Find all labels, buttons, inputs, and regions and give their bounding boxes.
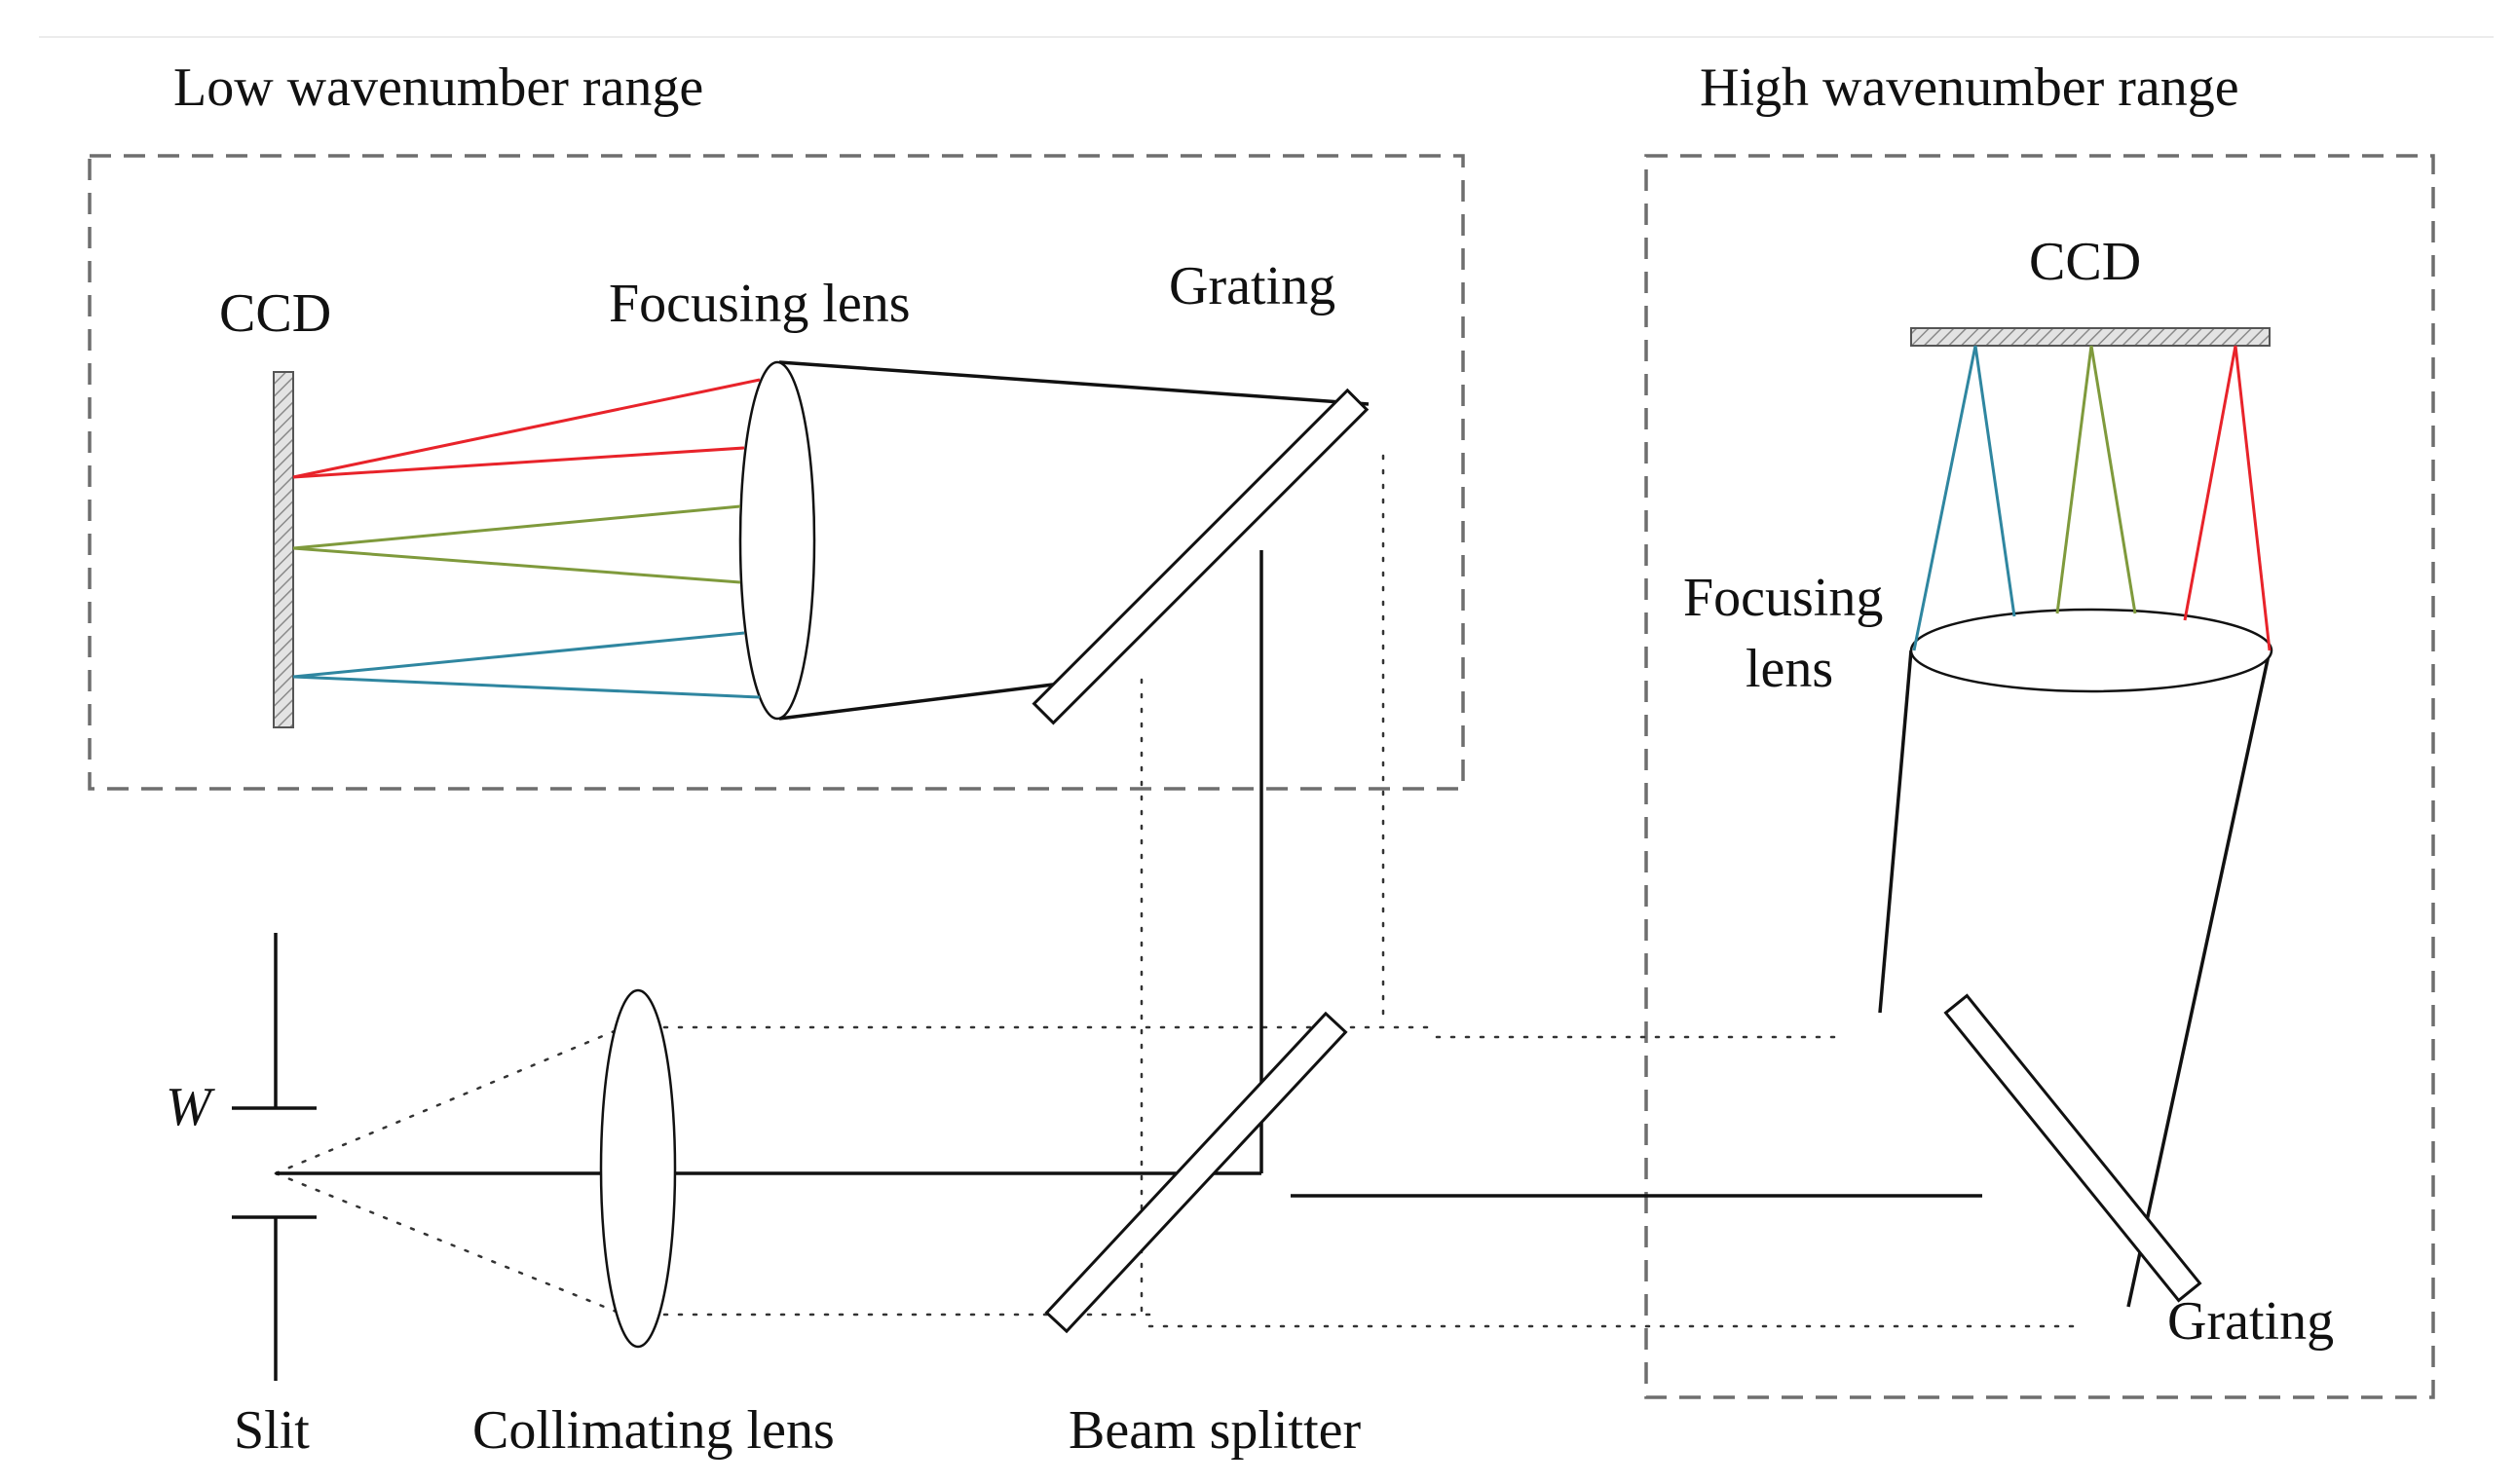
grating-low	[1032, 388, 1370, 725]
low-range-spectral-rays	[292, 378, 761, 699]
label-ccd-high: CCD	[2029, 232, 2141, 292]
beam-splitter	[1044, 1011, 1348, 1334]
label-focusing-lens-high-line1: Focusing	[1683, 568, 1883, 628]
focusing-lens-high	[1909, 608, 2273, 693]
label-slit: Slit	[234, 1400, 310, 1461]
ray-blue-lower	[292, 675, 761, 699]
grating-high	[1943, 993, 2202, 1303]
ray-red-right	[2234, 345, 2272, 651]
high-range-spectral-rays	[1912, 345, 2272, 651]
high-wavenumber-box	[1644, 154, 2435, 1399]
ray-red-upper	[292, 378, 761, 479]
label-grating-high: Grating	[2167, 1291, 2334, 1352]
label-slit-width: W	[166, 1077, 215, 1137]
label-beam-splitter: Beam splitter	[1069, 1400, 1362, 1461]
label-low-wavenumber-range: Low wavenumber range	[173, 57, 703, 118]
ray-blue-right	[1973, 345, 2016, 617]
ray-green-left	[2055, 345, 2093, 614]
solid-beam-path	[276, 360, 2272, 1308]
label-focusing-lens-low: Focusing lens	[609, 274, 911, 334]
label-ccd-low: CCD	[219, 283, 331, 344]
ray-green-lower	[292, 546, 741, 584]
ray-blue-left	[1912, 345, 1977, 651]
ray-red-lower	[292, 446, 745, 479]
focusing-lens-low	[738, 360, 816, 721]
ray-blue-upper	[292, 631, 745, 679]
ray-red-left	[2183, 345, 2237, 621]
ray-green-upper	[292, 504, 741, 550]
ccd-low-detector	[273, 371, 294, 728]
ray-green-right	[2089, 345, 2137, 614]
label-high-wavenumber-range: High wavenumber range	[1700, 57, 2239, 118]
slit	[232, 933, 317, 1381]
ccd-high-detector	[1910, 327, 2271, 347]
label-grating-low: Grating	[1169, 256, 1335, 316]
label-collimating-lens: Collimating lens	[472, 1400, 835, 1461]
collimating-lens	[599, 988, 677, 1349]
label-focusing-lens-high-line2: lens	[1746, 639, 1833, 699]
low-wavenumber-box	[88, 154, 1465, 791]
